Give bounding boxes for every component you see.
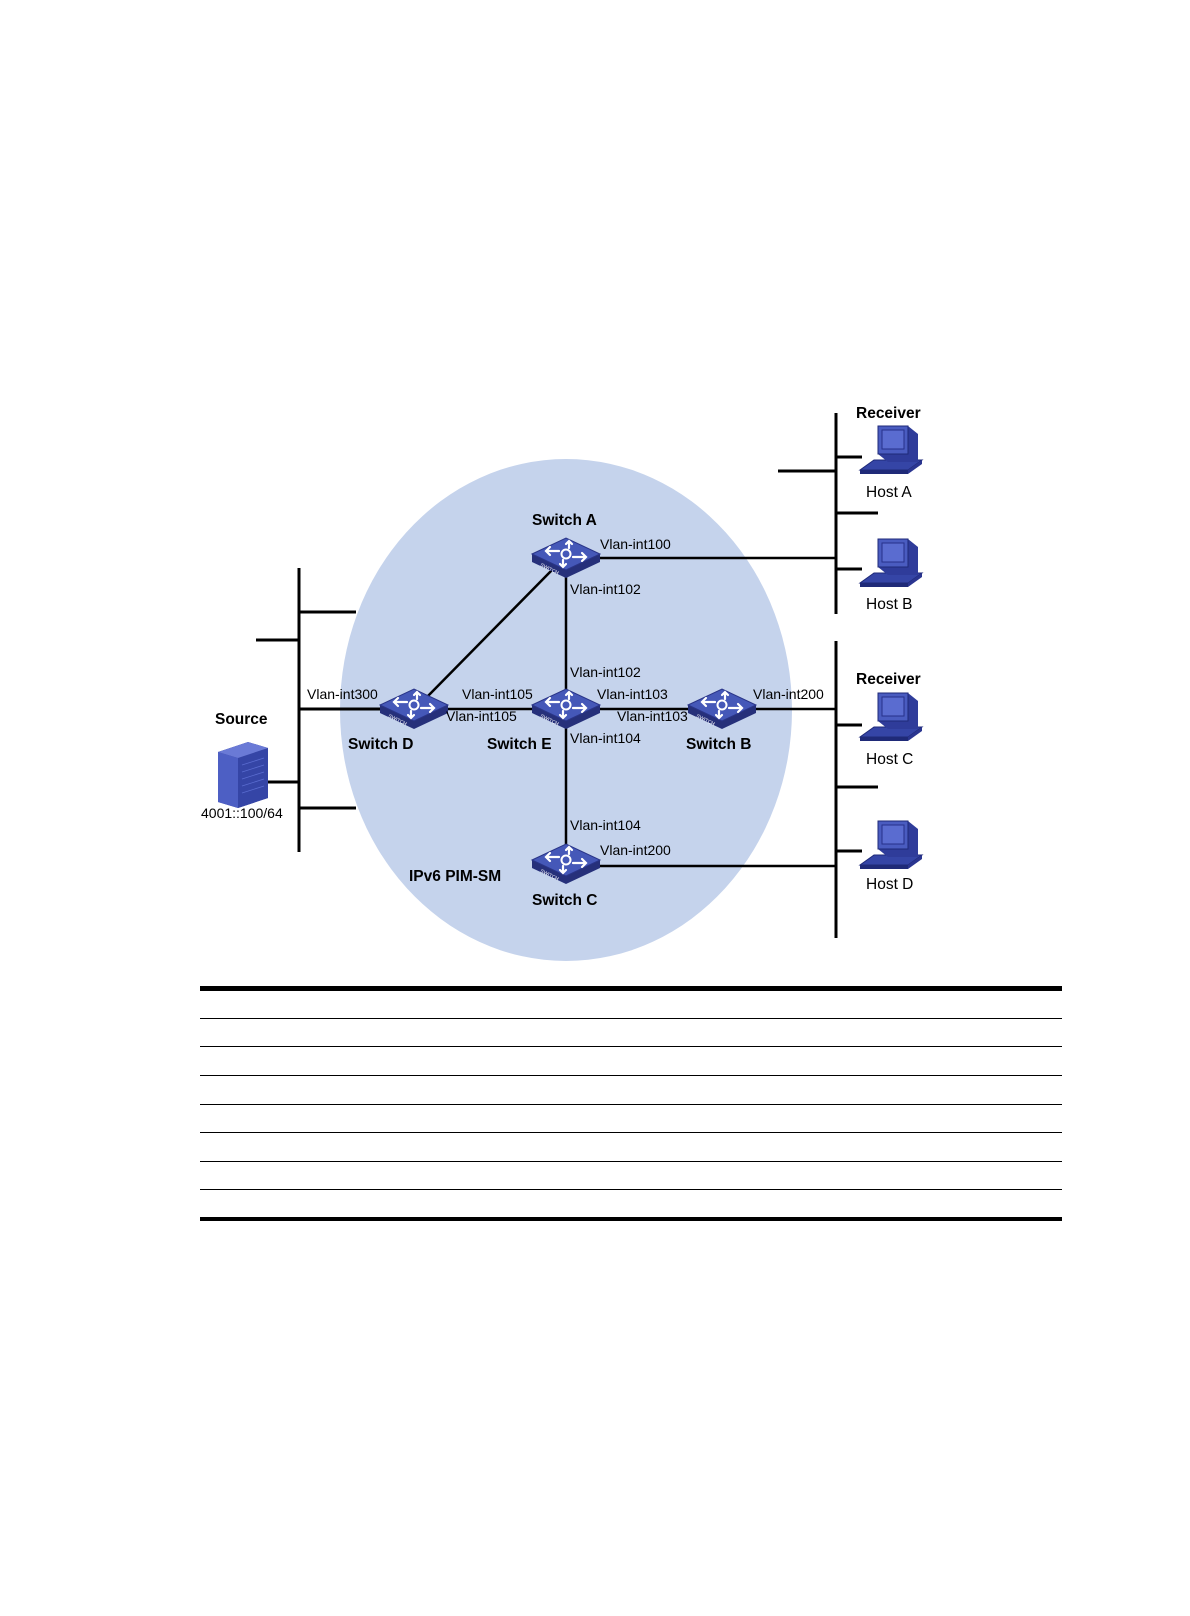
table-row-divider (200, 1189, 1062, 1190)
switch-d-interface-vlan300: Vlan-int300 (307, 686, 378, 702)
switch-d-label: Switch D (348, 736, 413, 753)
table-row-divider (200, 1075, 1062, 1076)
host-c-label: Host C (866, 751, 913, 768)
switch-e-interface-vlan103: Vlan-int103 (597, 686, 668, 702)
receiver-lan-segment-bottom (834, 641, 878, 938)
host-b-computer-icon[interactable] (859, 538, 923, 588)
switch-a-interface-vlan100: Vlan-int100 (600, 536, 671, 552)
switch-c-interface-vlan200: Vlan-int200 (600, 842, 671, 858)
switch-e-interface-vlan104: Vlan-int104 (570, 730, 641, 746)
switch-a-interface-vlan102: Vlan-int102 (570, 581, 641, 597)
table-row-divider (200, 1132, 1062, 1133)
source-label: Source (215, 711, 268, 728)
switch-e-interface-vlan102: Vlan-int102 (570, 664, 641, 680)
table-row-divider (200, 1161, 1062, 1162)
host-a-computer-icon[interactable] (859, 425, 923, 475)
host-d-label: Host D (866, 876, 913, 893)
host-c-computer-icon[interactable] (859, 692, 923, 742)
receiver-label-bottom: Receiver (856, 671, 921, 688)
table-row-divider (200, 1018, 1062, 1019)
switch-b-interface-vlan103: Vlan-int103 (617, 708, 688, 724)
receiver-lan-segment-top (778, 413, 878, 614)
switch-a-label: Switch A (532, 512, 597, 529)
switch-c-label: Switch C (532, 892, 597, 909)
switch-b-label: Switch B (686, 736, 751, 753)
receiver-label-top: Receiver (856, 405, 921, 422)
source-address-label: 4001::100/64 (201, 805, 283, 821)
switch-d-interface-vlan105: Vlan-int105 (446, 708, 517, 724)
host-a-label: Host A (866, 484, 912, 501)
host-b-label: Host B (866, 596, 913, 613)
switch-e-label: Switch E (487, 736, 552, 753)
table-row-divider (200, 1046, 1062, 1047)
switch-b-interface-vlan200: Vlan-int200 (753, 686, 824, 702)
switch-c-interface-vlan104: Vlan-int104 (570, 817, 641, 833)
switch-e-interface-vlan105: Vlan-int105 (462, 686, 533, 702)
table-bottom-rule (200, 1217, 1062, 1221)
host-d-computer-icon[interactable] (859, 820, 923, 870)
source-server-icon[interactable] (218, 742, 268, 808)
pim-sm-domain-label: IPv6 PIM-SM (409, 868, 501, 885)
table-top-rule (200, 986, 1062, 991)
source-lan-segment (256, 568, 382, 852)
table-row-divider (200, 1104, 1062, 1105)
